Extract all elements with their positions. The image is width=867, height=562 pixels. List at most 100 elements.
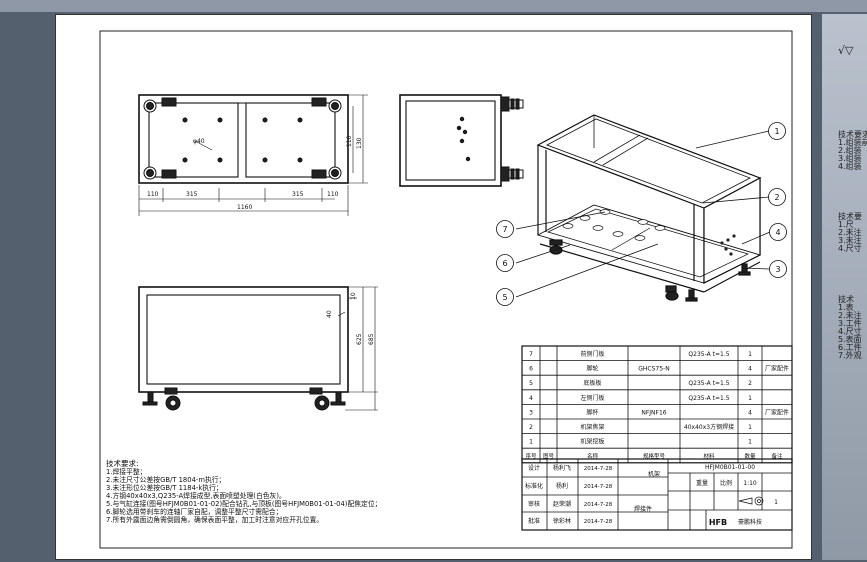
bom-cell-name: 脚轮 [586,365,598,373]
balloon-3: 3 [775,265,780,274]
dim-10: 10 [350,292,357,300]
tb-sheet: 1 [774,499,778,506]
note-item: 4.方钢40x40x3,Q235-A焊接成型,表面喷塑处理(白色灰)。 [106,492,286,500]
tb-date: 2014-7-28 [584,519,613,525]
tb-company: 豪鹏科技 [738,518,762,526]
dim-685: 685 [368,333,375,345]
bom-cell-no: 1 [529,439,533,446]
tb-role: 设计 [528,464,540,472]
company-logo: HFB [709,518,727,527]
caster-icon [143,97,342,180]
note-item: 1.焊接平整； [106,468,147,476]
bom-cell-no: 7 [529,351,533,358]
bom-header-cell: 数量 [744,452,756,460]
top-view [138,94,368,216]
right-side-panel [822,14,867,560]
bom-cell-code: NFJNF16 [641,409,666,416]
balloon-1: 1 [774,127,779,136]
bom-cell-material: 40x40x3方钢焊接 [684,423,734,431]
dim-130-vertical: 130 [356,137,363,149]
notes-title: 技术要求: [106,459,139,468]
dim-phi40: φ40 [193,138,205,145]
side-note-line: 4.尺寸 [838,327,862,336]
side-note-line: 1.组装前 [838,138,867,147]
tb-material: 焊接件 [634,505,652,513]
bom-cell-qty: 4 [748,409,752,416]
bom-cell-note: 厂家配件 [765,365,789,373]
side-view [399,94,524,187]
bom-cell-qty: 2 [748,380,752,387]
bom-cell-name: 机架挖板 [580,438,604,446]
tb-ratio-label: 比例 [720,479,732,487]
balloon-7: 7 [502,225,507,234]
tb-weight-label: 重量 [696,479,708,487]
tb-part-name: 机架 [648,470,660,478]
bom-header-cell: 名称 [587,452,599,460]
bom-header: 序号图号名称规格型号材料数量备注 [525,452,783,460]
bom-cell-material: Q235-A t=1.5 [688,395,729,402]
front-view [138,286,378,411]
tb-date: 2014-7-28 [584,484,613,490]
bom-cell-material: Q235-A t=1.5 [688,380,729,387]
tb-date: 2014-7-28 [584,466,613,472]
note-item: 2.未注尺寸公差按GB/T 1804-m执行； [106,476,226,484]
side-note-line: 技术要求 [838,130,867,139]
side-note-line: 6.工件 [838,343,862,352]
dim-40: 40 [326,310,333,318]
projection-symbol-icon [738,496,764,506]
bom-cell-qty: 1 [748,424,752,431]
dim-110-right: 110 [327,191,339,198]
bom-cell-qty: 1 [748,395,752,402]
side-note-line: 3.未注 [838,236,862,245]
dim-625: 625 [356,333,363,345]
side-note-line: 3.组装 [838,154,862,163]
dim-110-left: 110 [147,191,159,198]
side-note-line: 2.未注 [838,311,862,320]
bom-cell-material: Q235-A t=1.5 [688,351,729,358]
side-note-line: 技术要 [838,212,862,221]
dim-315-right: 315 [292,191,304,198]
technical-notes: 技术要求: 1.焊接平整；2.未注尺寸公差按GB/T 1804-m执行；3.未注… [106,459,382,525]
balloon-4: 4 [775,228,780,237]
bom-cell-no: 4 [529,395,533,402]
drawing-frame [99,30,793,549]
note-item: 5.与气缸连接(图号HFJM0B01-01-02)配合钻孔,与顶板(图号HFJM… [106,500,382,508]
side-note-line: 2.组装 [838,146,862,155]
bom-header-cell: 材料 [703,452,715,460]
bom-cell-no: 5 [529,380,533,387]
tb-date: 2014-7-28 [584,502,613,508]
bom-header-cell: 序号 [525,452,537,460]
bom-cell-name: 左侧门板 [580,394,604,402]
balloon-callouts [496,122,787,306]
tb-drawing-number: HFJM0B01-01-00 [705,464,755,471]
bom-row: 5 底板板 Q235-A t=1.5 2 [529,379,752,387]
bom-cell-name: 前侧门板 [580,350,604,358]
bom-cell-no: 6 [529,366,533,373]
front-view-dimensions: 10 40 625 685 [326,292,375,345]
title-block [521,458,793,531]
bom-cell-name: 底板板 [583,379,601,387]
tb-role: 标准化 [525,482,543,490]
side-note-line: 4.尺寸 [838,244,862,253]
tb-person: 赵荣潮 [553,500,571,508]
tb-person: 杨利飞 [553,464,571,472]
tb-person: 徐彩林 [553,517,571,525]
dim-1160: 1160 [237,204,252,211]
bom-cell-name: 机架焦架 [580,423,604,431]
bom-header-cell: 规格型号 [643,452,666,460]
bom-cell-code: GHCS75-N [638,366,669,373]
top-view-dimensions: φ40 110 315 315 110 1160 110 130 [147,135,363,211]
note-item: 7.所有外露面边角需倒圆角，确保表面平整，加工时注意对应开孔位置。 [106,516,324,524]
surface-finish-mark: √▽ [838,44,854,57]
bom-header-cell: 备注 [771,452,783,460]
side-note-line: 5.表面 [838,335,862,344]
isometric-view [536,114,762,302]
tb-role: 批准 [528,517,540,525]
bom-cell-name: 脚杯 [586,408,598,416]
bom-cell-no: 3 [529,409,533,416]
